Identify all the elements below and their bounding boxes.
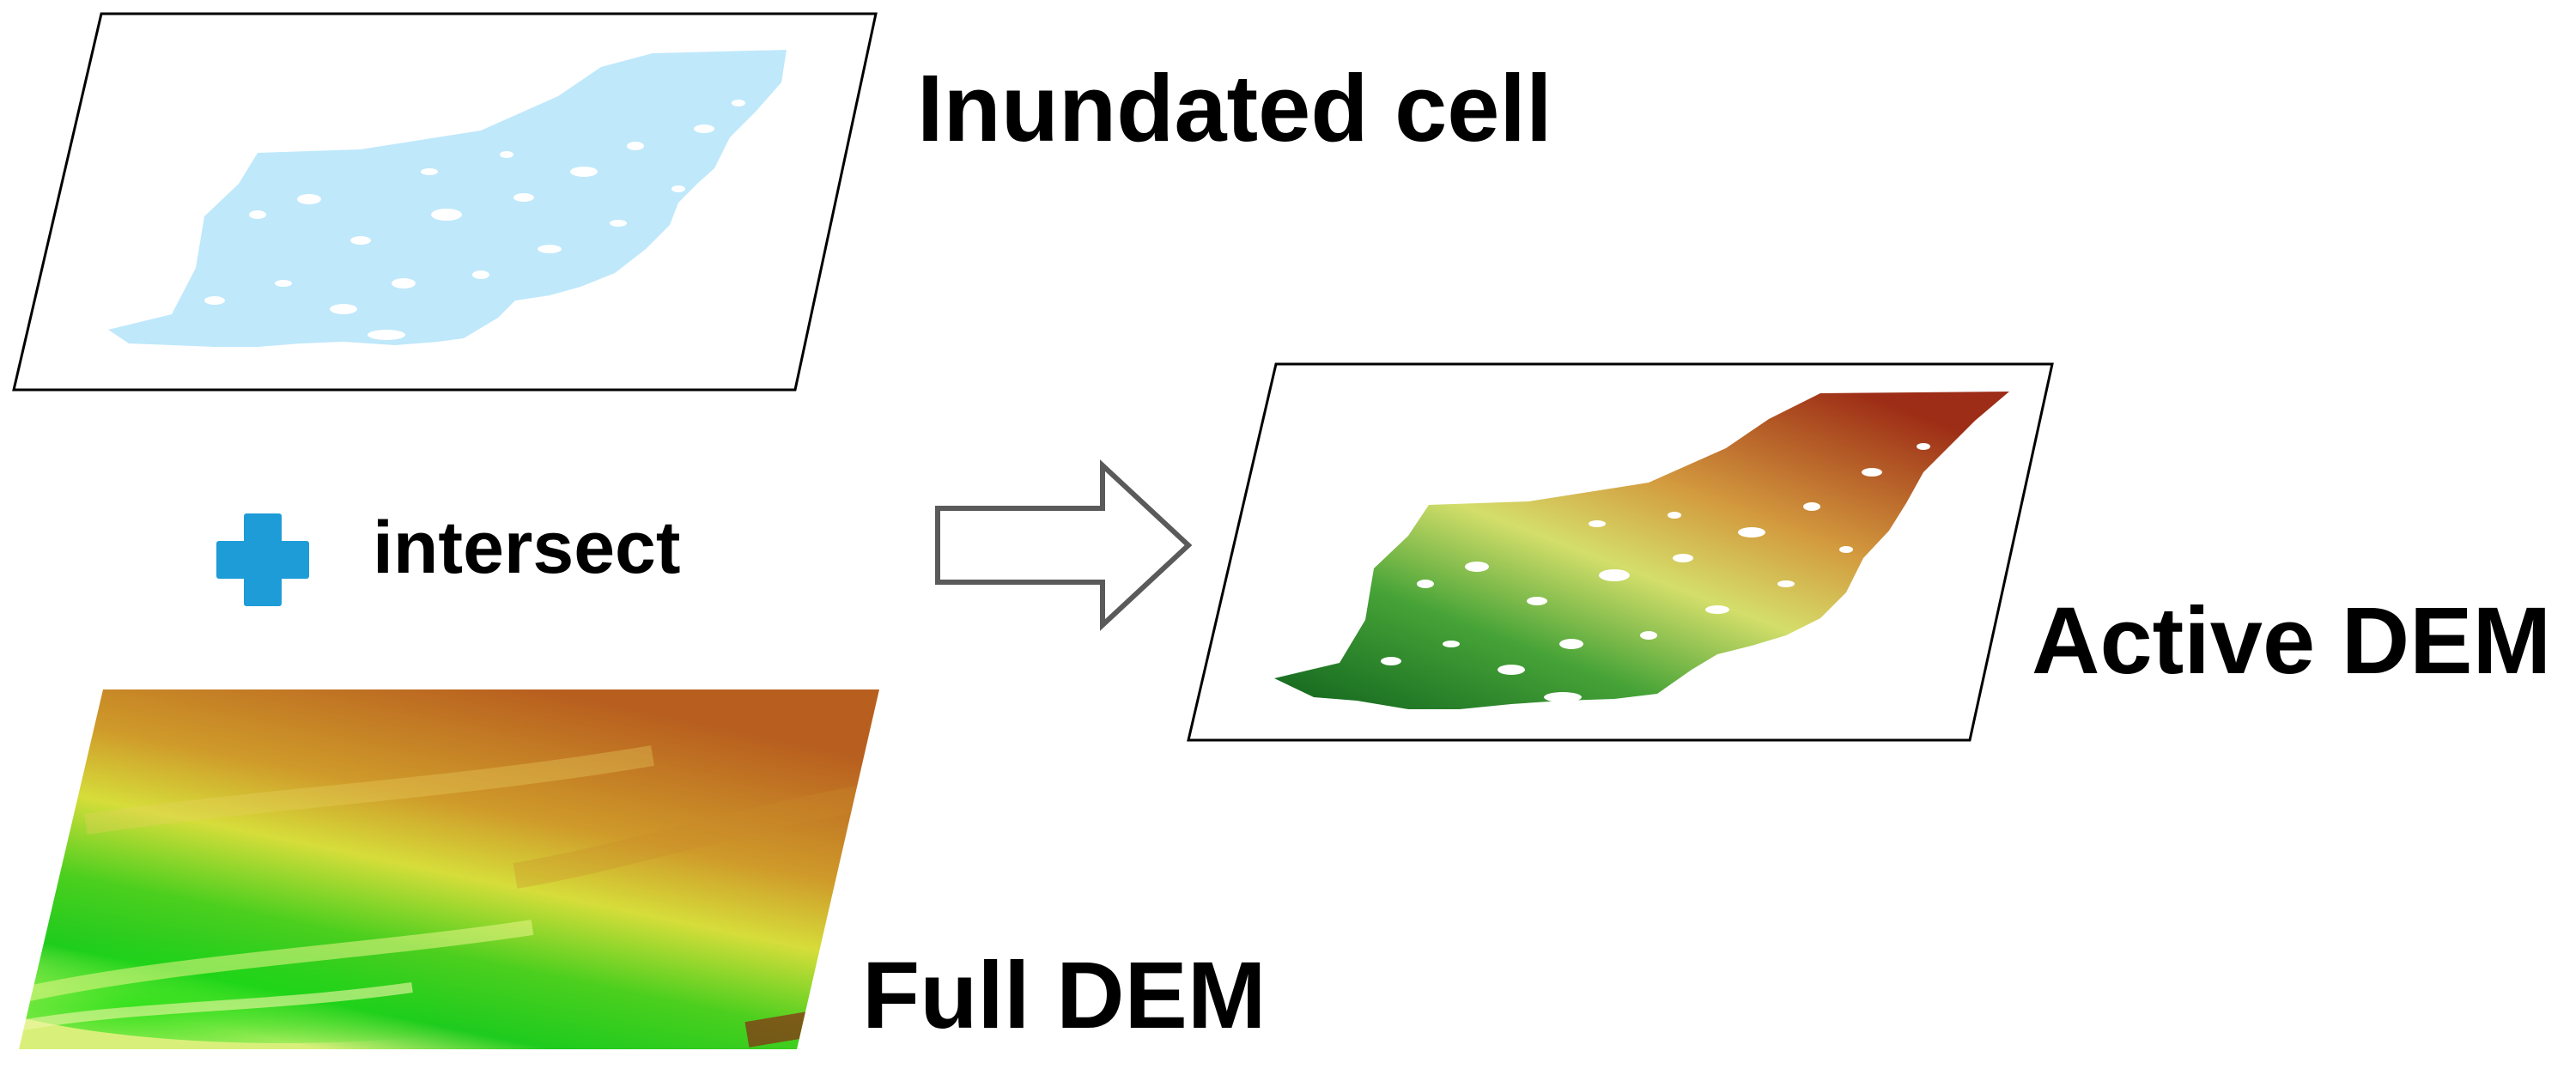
dry-patch <box>350 236 371 245</box>
dry-patch <box>610 220 627 227</box>
dry-patch <box>1738 527 1765 538</box>
dry-patch <box>1640 631 1657 640</box>
active-dem-label: Active DEM <box>2032 588 2551 694</box>
dry-patch <box>1527 597 1547 605</box>
plus-icon <box>216 513 309 606</box>
dry-patch <box>1917 443 1930 450</box>
dry-patch <box>1803 502 1820 511</box>
dry-patch <box>249 210 266 219</box>
dry-patch <box>1498 665 1525 675</box>
full-dem-panel <box>19 689 879 1049</box>
dry-patch <box>513 193 534 202</box>
dry-patch <box>204 296 225 305</box>
dry-patch <box>1673 554 1693 562</box>
dry-patch <box>1465 562 1489 572</box>
dry-patch <box>1381 657 1401 665</box>
full-dem-label: Full DEM <box>862 943 1267 1048</box>
inundated-cell-area <box>108 50 787 347</box>
dry-patch <box>1705 605 1729 614</box>
inundated-dry-patches <box>204 100 745 340</box>
dry-patch <box>1839 546 1853 553</box>
dry-patch <box>1443 641 1460 647</box>
dry-patch <box>538 245 562 253</box>
dry-patch <box>671 185 685 192</box>
dry-patch <box>330 304 357 314</box>
dry-patch <box>1417 580 1434 588</box>
intersect-label: intersect <box>373 507 681 589</box>
dry-patch <box>1559 639 1583 649</box>
dry-patch <box>1599 569 1630 581</box>
dry-patch <box>500 151 513 158</box>
active-dem-panel <box>1187 362 2054 742</box>
dry-patch <box>694 125 714 133</box>
active-dem-dry-patches <box>1381 443 1930 702</box>
dry-patch <box>368 330 405 340</box>
dry-patch <box>627 142 644 150</box>
dry-patch <box>275 280 292 287</box>
dry-patch <box>431 209 462 221</box>
dry-patch <box>1589 520 1606 527</box>
dry-patch <box>297 194 321 204</box>
dry-patch <box>1777 580 1795 587</box>
dry-patch <box>1668 512 1681 519</box>
dry-patch <box>732 100 745 106</box>
active-dem-area <box>1274 392 2009 709</box>
inundated-cell-panel <box>12 12 878 392</box>
dry-patch <box>421 168 438 175</box>
right-arrow-icon <box>935 459 1193 631</box>
dry-patch <box>392 278 416 289</box>
inundated-cell-label: Inundated cell <box>917 56 1552 161</box>
dry-patch <box>472 270 489 279</box>
dry-patch <box>570 167 598 177</box>
dry-patch <box>1862 468 1882 477</box>
dry-patch <box>1544 692 1582 702</box>
